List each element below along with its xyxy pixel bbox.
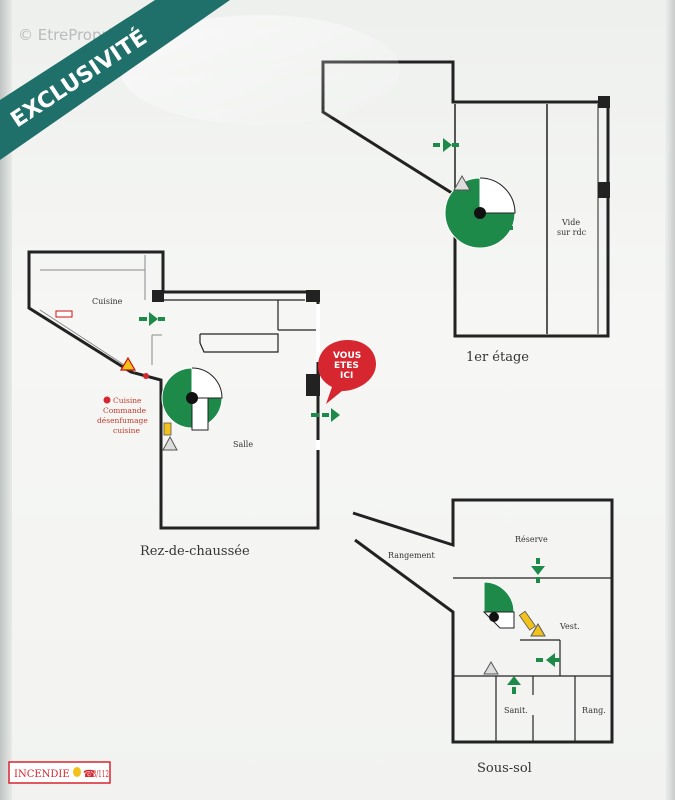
you-are-here-line1: VOUS	[333, 351, 361, 361]
fire-badge-label: INCENDIE	[14, 769, 70, 780]
caption-basement: Sous-sol	[477, 761, 532, 776]
control-label-3: désenfumage	[97, 416, 148, 425]
frame-right-edge	[665, 0, 675, 800]
control-label-1: Cuisine	[113, 396, 142, 405]
room-label-rangement: Rangement	[388, 551, 435, 560]
room-label-cuisine: Cuisine	[92, 297, 123, 306]
flame-icon	[73, 767, 81, 777]
control-label-4: cuisine	[113, 426, 141, 435]
room-label-vest: Vest.	[559, 622, 580, 631]
caption-first-floor: 1er étage	[466, 350, 529, 365]
basement-stairs	[482, 581, 546, 675]
room-label-rang: Rang.	[582, 706, 606, 715]
fire-emergency-badge: INCENDIE ☎ 18/112	[8, 761, 111, 784]
first-floor-exit-arrow	[433, 138, 513, 235]
fire-badge-numbers: 18/112	[89, 770, 109, 780]
glare-overlay	[120, 15, 400, 125]
control-label-2: Commande	[103, 406, 147, 415]
phone-icon: ☎	[83, 769, 95, 780]
ground-floor-stairs	[55, 310, 223, 451]
you-are-here-line2: ETES	[334, 361, 359, 371]
fire-control-icon	[103, 396, 111, 404]
room-label-vide: Vide	[561, 218, 580, 227]
basement-exit-arrows	[507, 558, 560, 694]
you-are-here-marker: VOUS ETES ICI	[318, 340, 376, 404]
room-label-reserve: Réserve	[515, 535, 548, 544]
room-label-vide-sub: sur rdc	[557, 228, 587, 237]
frame-left-edge	[0, 0, 12, 800]
basement-plan	[352, 498, 614, 744]
ground-floor-exit-arrows	[139, 312, 340, 422]
caption-ground-floor: Rez-de-chaussée	[140, 544, 250, 559]
first-floor-stairs	[444, 174, 516, 249]
you-are-here-line3: ICI	[340, 371, 353, 381]
room-label-sanit: Sanit.	[504, 706, 528, 715]
room-label-salle: Salle	[233, 440, 253, 449]
